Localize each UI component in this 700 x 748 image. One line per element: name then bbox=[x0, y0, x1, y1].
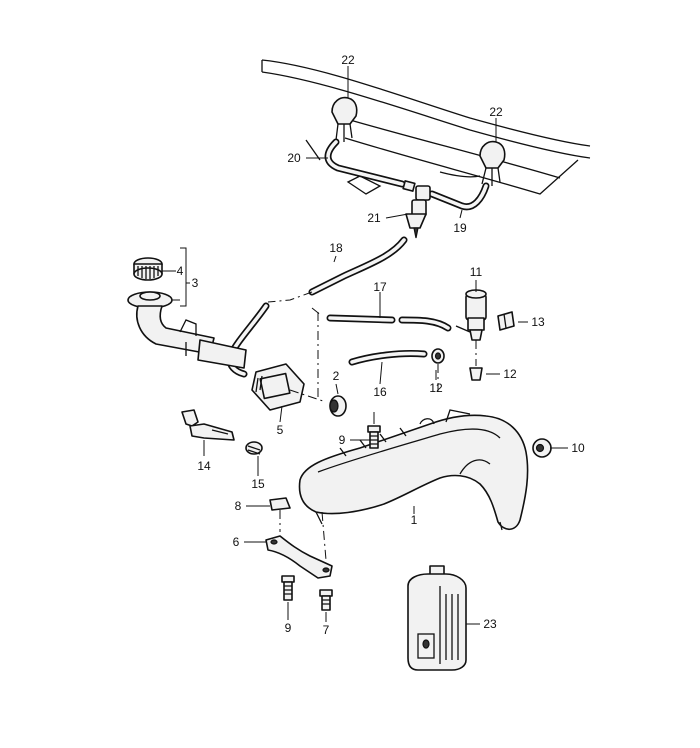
callout-12-right: 12 bbox=[503, 367, 517, 381]
bolt-9-upper bbox=[367, 412, 381, 449]
callout-1: 1 bbox=[411, 513, 418, 527]
spray-nozzle-left bbox=[331, 96, 358, 142]
washer-pump-11 bbox=[455, 280, 487, 341]
hose-16 bbox=[348, 350, 428, 366]
callout-6: 6 bbox=[233, 535, 240, 549]
callout-5: 5 bbox=[277, 423, 284, 437]
leader-lines bbox=[203, 66, 568, 625]
fluid-bottle-23 bbox=[407, 565, 467, 671]
grommet-2 bbox=[329, 395, 347, 417]
callout-labels: 22 22 20 21 19 18 11 4 3 17 13 2 12 12 1… bbox=[177, 53, 585, 637]
callout-22-right: 22 bbox=[489, 105, 503, 119]
grommet-10 bbox=[532, 438, 552, 458]
grommet-12-upper bbox=[431, 348, 445, 364]
callout-17: 17 bbox=[373, 280, 387, 294]
callout-12-left: 12 bbox=[429, 381, 443, 395]
connector-5 bbox=[251, 363, 327, 411]
hose-19 bbox=[428, 182, 490, 211]
filler-neck-3 bbox=[127, 291, 247, 369]
hose-20 bbox=[324, 138, 406, 188]
hose-17 bbox=[311, 307, 452, 400]
bracket-3-4 bbox=[162, 247, 190, 307]
callout-14: 14 bbox=[197, 459, 211, 473]
callout-15: 15 bbox=[251, 477, 265, 491]
callout-3: 3 bbox=[192, 276, 199, 290]
callout-19: 19 bbox=[453, 221, 467, 235]
callout-10: 10 bbox=[571, 441, 585, 455]
spray-nozzle-right bbox=[479, 140, 506, 186]
plug-15 bbox=[245, 441, 263, 455]
callout-21: 21 bbox=[367, 211, 381, 225]
windshield-cowl bbox=[261, 59, 591, 195]
callout-11: 11 bbox=[470, 265, 483, 279]
callout-9-upper: 9 bbox=[339, 433, 346, 447]
filler-cap-4 bbox=[133, 257, 163, 281]
callout-16: 16 bbox=[373, 385, 387, 399]
level-sensor-14 bbox=[181, 409, 235, 441]
callout-7: 7 bbox=[323, 623, 330, 637]
bracket-6 bbox=[265, 511, 333, 579]
callout-23: 23 bbox=[483, 617, 497, 631]
callout-20: 20 bbox=[287, 151, 301, 165]
callout-22-left: 22 bbox=[341, 53, 355, 67]
bolt-7 bbox=[319, 589, 333, 611]
clip-13 bbox=[497, 311, 515, 331]
callout-8: 8 bbox=[235, 499, 242, 513]
callout-13: 13 bbox=[531, 315, 545, 329]
grommet-12-lower bbox=[437, 340, 483, 392]
callout-2: 2 bbox=[333, 369, 340, 383]
callout-4: 4 bbox=[177, 264, 184, 278]
bolt-9-lower bbox=[281, 575, 295, 601]
callout-18: 18 bbox=[329, 241, 343, 255]
reservoir-1 bbox=[298, 409, 529, 531]
t-piece-21 bbox=[402, 180, 431, 239]
clip-8 bbox=[269, 497, 291, 532]
callout-9-lower: 9 bbox=[285, 621, 292, 635]
